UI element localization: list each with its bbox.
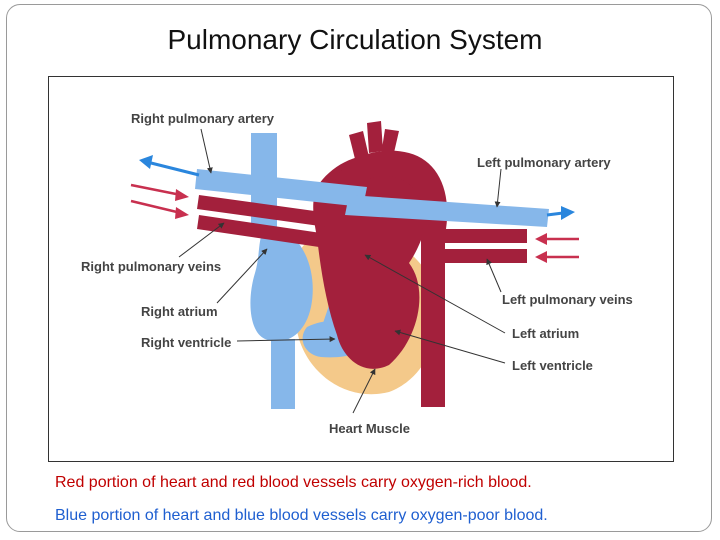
flow-arrow-blue-right — [546, 211, 564, 217]
label-right-pulmonary-artery: Right pulmonary artery — [131, 111, 275, 126]
flow-arrowhead-red-right-2 — [535, 251, 547, 263]
leader-right-pulmonary-veins — [178, 222, 225, 258]
slide-title: Pulmonary Circulation System — [167, 24, 543, 55]
flow-arrow-red-left-2 — [130, 199, 182, 215]
flow-arrowhead-red-left-1 — [175, 189, 189, 201]
label-right-atrium: Right atrium — [141, 304, 218, 319]
label-left-pulmonary-veins: Left pulmonary veins — [502, 292, 633, 307]
leader-left-ventricle — [394, 329, 506, 364]
label-heart-muscle: Heart Muscle — [329, 421, 410, 436]
leader-right-pulmonary-artery — [200, 128, 213, 174]
label-right-pulmonary-veins: Right pulmonary veins — [81, 259, 221, 274]
flow-arrow-blue-left — [146, 160, 200, 177]
right-pulmonary-veins — [197, 195, 329, 247]
caption-oxygen-poor: Blue portion of heart and blue blood ves… — [55, 507, 548, 524]
leader-left-pulmonary-artery — [494, 168, 502, 208]
flow-arrowhead-red-left-2 — [175, 207, 189, 219]
leader-right-ventricle — [236, 336, 336, 343]
aortic-branches — [349, 121, 399, 159]
leader-left-atrium — [364, 254, 506, 334]
flow-arrowhead-blue-left — [139, 155, 153, 169]
left-pulmonary-veins — [429, 229, 527, 263]
flow-arrow-red-left-1 — [130, 183, 182, 197]
left-pulmonary-artery — [345, 195, 549, 227]
leader-right-atrium — [216, 248, 268, 304]
heart-diagram: Right pulmonary artery Left pulmonary ar… — [48, 76, 674, 462]
leader-left-pulmonary-veins — [486, 258, 502, 293]
label-left-ventricle: Left ventricle — [512, 358, 593, 373]
flow-arrowhead-blue-right — [561, 206, 575, 220]
label-left-atrium: Left atrium — [512, 326, 579, 341]
label-right-ventricle: Right ventricle — [141, 335, 231, 350]
inferior-vena-cava — [271, 339, 295, 409]
aortic-arch — [331, 150, 448, 407]
caption-oxygen-rich: Red portion of heart and red blood vesse… — [55, 474, 532, 491]
right-pulmonary-artery — [195, 169, 367, 207]
heart-diagram-svg: Right pulmonary artery Left pulmonary ar… — [81, 111, 633, 436]
flow-arrowhead-red-right-1 — [535, 233, 547, 245]
leader-heart-muscle — [352, 368, 376, 414]
label-left-pulmonary-artery: Left pulmonary artery — [477, 155, 611, 170]
